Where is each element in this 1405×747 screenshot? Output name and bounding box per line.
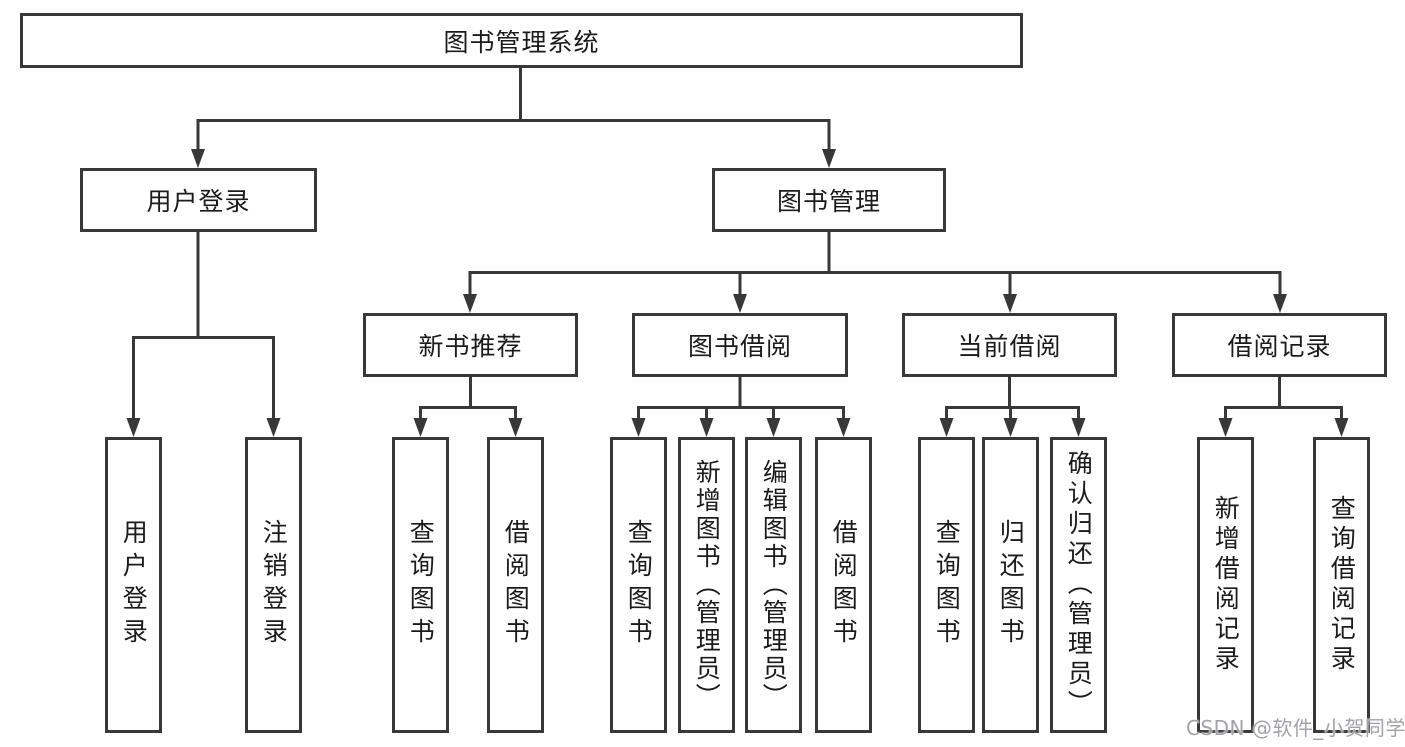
arrowhead-down-icon (836, 418, 851, 437)
arrowhead-down-icon (631, 418, 646, 437)
node-label: 新书推荐 (418, 332, 523, 361)
node-leaf-query-borrow-record: 查询借阅记录 (1313, 437, 1370, 733)
node-leaf-user-login: 用户登录 (105, 437, 162, 733)
node-leaf-borrow-books-1: 借阅图书 (487, 437, 544, 733)
arrowhead-down-icon (508, 418, 523, 437)
arrowhead-down-icon (1003, 294, 1017, 313)
node-leaf-add-book-admin: 新增图书（管理员） (678, 437, 735, 733)
node-root-system: 图书管理系统 (20, 13, 1023, 68)
arrowhead-down-icon (699, 418, 714, 437)
connector-current-borrow-branch (939, 377, 1086, 437)
node-book-management: 图书管理 (712, 168, 946, 232)
connector-book-borrow-branch (631, 377, 851, 437)
connector-new-book-branch (413, 377, 523, 437)
node-user-login: 用户登录 (80, 168, 317, 232)
arrowhead-down-icon (1218, 418, 1233, 437)
node-label: 借阅图书 (829, 519, 859, 651)
node-label: 查询图书 (406, 519, 436, 651)
node-label: 查询图书 (624, 519, 654, 651)
node-label: 编辑图书（管理员） (759, 459, 789, 711)
arrowhead-down-icon (191, 149, 205, 168)
arrowhead-down-icon (733, 294, 747, 313)
node-label: 图书管理 (776, 187, 881, 216)
arrowhead-down-icon (1071, 418, 1086, 437)
node-label: 注销登录 (259, 519, 289, 651)
connector-user-login-branch (126, 232, 281, 437)
node-label: 新增图书（管理员） (692, 459, 722, 711)
node-leaf-borrow-books-2: 借阅图书 (815, 437, 872, 733)
node-label: 借阅图书 (501, 519, 531, 651)
arrowhead-down-icon (126, 418, 141, 437)
node-label: 用户登录 (119, 519, 149, 651)
node-label: 借阅记录 (1227, 332, 1332, 361)
node-label: 用户登录 (146, 187, 251, 216)
node-borrowing-records: 借阅记录 (1172, 313, 1387, 377)
arrowhead-down-icon (266, 418, 281, 437)
node-current-borrowing: 当前借阅 (902, 313, 1117, 377)
node-leaf-query-books-3: 查询图书 (918, 437, 975, 733)
watermark: CSDN @软件_小贺同学 (1186, 716, 1405, 740)
node-leaf-add-borrow-record: 新增借阅记录 (1197, 437, 1254, 733)
node-label: 图书借阅 (687, 332, 792, 361)
node-label: 图书管理系统 (443, 27, 600, 57)
node-book-borrowing: 图书借阅 (632, 313, 848, 377)
arrowhead-down-icon (413, 418, 428, 437)
node-label: 归还图书 (996, 519, 1026, 651)
node-leaf-return-book: 归还图书 (982, 437, 1039, 733)
node-label: 查询借阅记录 (1327, 495, 1357, 675)
node-label: 查询图书 (932, 519, 962, 651)
node-label: 当前借阅 (957, 332, 1062, 361)
connector-book-mgmt-branch (463, 232, 1287, 313)
node-new-book-recommend: 新书推荐 (363, 313, 578, 377)
arrowhead-down-icon (463, 294, 477, 313)
connector-borrow-record-branch (1218, 377, 1349, 437)
arrowhead-down-icon (1273, 294, 1287, 313)
node-leaf-edit-book-admin: 编辑图书（管理员） (745, 437, 802, 733)
node-leaf-query-books-2: 查询图书 (610, 437, 667, 733)
arrowhead-down-icon (1334, 418, 1349, 437)
arrowhead-down-icon (766, 418, 781, 437)
connector-root-to-level2 (191, 68, 836, 168)
node-label: 确认归还（管理员） (1064, 450, 1094, 720)
node-leaf-logout: 注销登录 (245, 437, 302, 733)
arrowhead-down-icon (822, 149, 836, 168)
arrowhead-down-icon (1003, 418, 1018, 437)
node-label: 新增借阅记录 (1211, 495, 1241, 675)
arrowhead-down-icon (939, 418, 954, 437)
node-leaf-confirm-return-admin: 确认归还（管理员） (1050, 437, 1107, 733)
node-leaf-query-books-1: 查询图书 (392, 437, 449, 733)
